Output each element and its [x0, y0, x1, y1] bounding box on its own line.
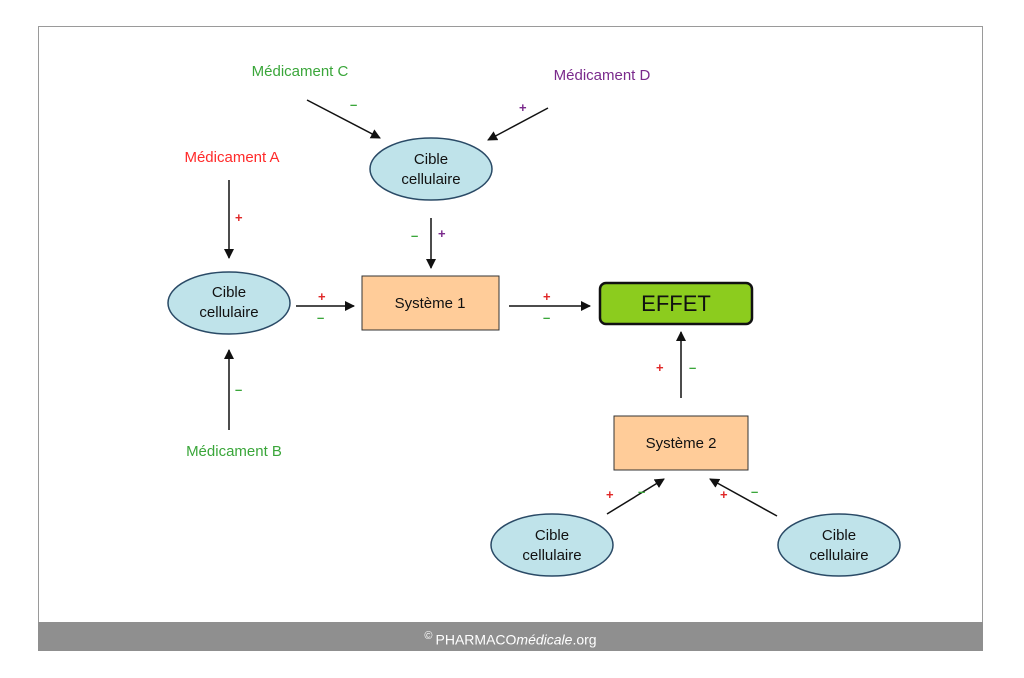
- cell-target-label-2: cellulaire: [401, 171, 460, 188]
- cell-target-bottom-right: Cible cellulaire: [777, 513, 901, 577]
- minus-sign: –: [638, 484, 645, 499]
- arrow-drug-c: [306, 99, 381, 139]
- cell-target-label-2: cellulaire: [199, 304, 258, 321]
- drug-b-label: Médicament B: [186, 443, 282, 460]
- minus-sign: –: [411, 228, 418, 243]
- footer-brand-italic: médicale: [516, 631, 573, 648]
- effect-label: EFFET: [641, 291, 711, 316]
- drug-a-label: Médicament A: [184, 149, 279, 166]
- minus-sign: –: [317, 310, 324, 325]
- minus-sign: –: [543, 310, 550, 325]
- cell-target-label-1: Cible: [822, 527, 856, 544]
- copyright-footer: ©PHARMACOmédicale.org: [38, 622, 983, 651]
- plus-sign: +: [235, 210, 243, 225]
- cell-target-label-1: Cible: [212, 284, 246, 301]
- minus-sign: –: [350, 97, 357, 112]
- cell-target-top: Cible cellulaire: [369, 137, 493, 201]
- footer-brand: PHARMACO: [435, 631, 517, 648]
- cell-target-label-1: Cible: [414, 151, 448, 168]
- plus-sign: +: [543, 289, 551, 304]
- minus-sign: –: [235, 382, 242, 397]
- minus-sign: –: [689, 360, 696, 375]
- drug-c-label: Médicament C: [252, 63, 349, 80]
- plus-sign: +: [720, 487, 728, 502]
- arrow-drug-d: [487, 107, 549, 141]
- plus-sign: +: [438, 226, 446, 241]
- plus-sign: +: [318, 289, 326, 304]
- copyright-symbol: ©: [424, 630, 433, 642]
- cell-target-label-2: cellulaire: [522, 547, 581, 564]
- plus-sign: +: [519, 100, 527, 115]
- plus-sign: +: [606, 487, 614, 502]
- footer-suffix: .org: [572, 631, 597, 648]
- effect-box: EFFET: [598, 281, 754, 326]
- cell-target-bottom-left: Cible cellulaire: [490, 513, 614, 577]
- cell-target-left: Cible cellulaire: [167, 271, 291, 335]
- plus-sign: +: [656, 360, 664, 375]
- system-1-box: Système 1: [361, 275, 500, 331]
- system-2-box: Système 2: [613, 415, 749, 471]
- system-1-label: Système 1: [395, 295, 466, 312]
- drug-d-label: Médicament D: [554, 67, 651, 84]
- minus-sign: –: [751, 484, 758, 499]
- arrow-bottom-right-target-to-system-2: [709, 478, 778, 517]
- cell-target-label-2: cellulaire: [809, 547, 868, 564]
- arrow-bottom-left-target-to-system-2: [606, 478, 665, 515]
- system-2-label: Système 2: [646, 435, 717, 452]
- cell-target-label-1: Cible: [535, 527, 569, 544]
